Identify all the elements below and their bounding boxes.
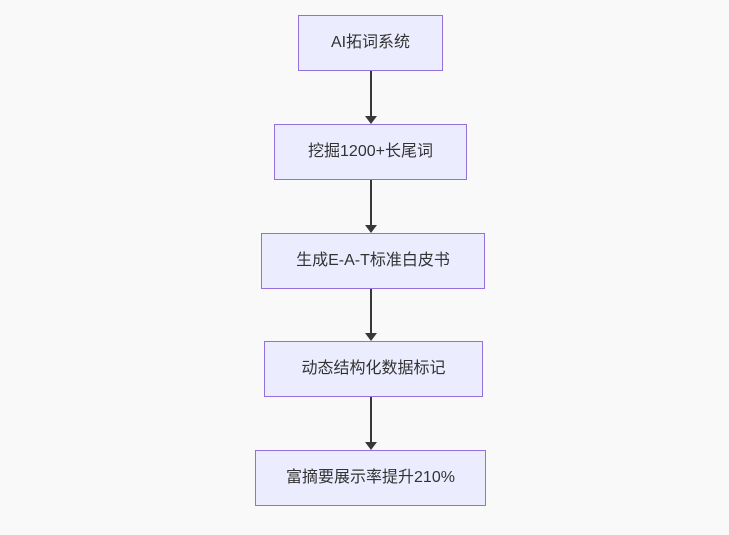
node-mine-longtail-keywords: 挖掘1200+长尾词 bbox=[274, 124, 467, 180]
edge-line-3-4 bbox=[370, 289, 372, 333]
arrowhead-down-icon bbox=[365, 333, 377, 341]
node-dynamic-structured-data-markup: 动态结构化数据标记 bbox=[264, 341, 483, 397]
arrowhead-down-icon bbox=[365, 225, 377, 233]
edge-line-2-3 bbox=[370, 180, 372, 225]
node-label: 动态结构化数据标记 bbox=[301, 360, 446, 377]
node-label: 生成E-A-T标准白皮书 bbox=[296, 252, 450, 269]
arrowhead-down-icon bbox=[365, 116, 377, 124]
edge-line-4-5 bbox=[370, 397, 372, 442]
node-label: AI拓词系统 bbox=[330, 34, 411, 51]
arrowhead-down-icon bbox=[365, 442, 377, 450]
node-generate-eat-whitepaper: 生成E-A-T标准白皮书 bbox=[261, 233, 485, 289]
edge-line-1-2 bbox=[370, 71, 372, 116]
node-rich-snippet-rate-increase: 富摘要展示率提升210% bbox=[255, 450, 486, 506]
node-ai-word-expansion-system: AI拓词系统 bbox=[298, 15, 443, 71]
node-label: 富摘要展示率提升210% bbox=[286, 469, 455, 486]
node-label: 挖掘1200+长尾词 bbox=[308, 143, 433, 160]
